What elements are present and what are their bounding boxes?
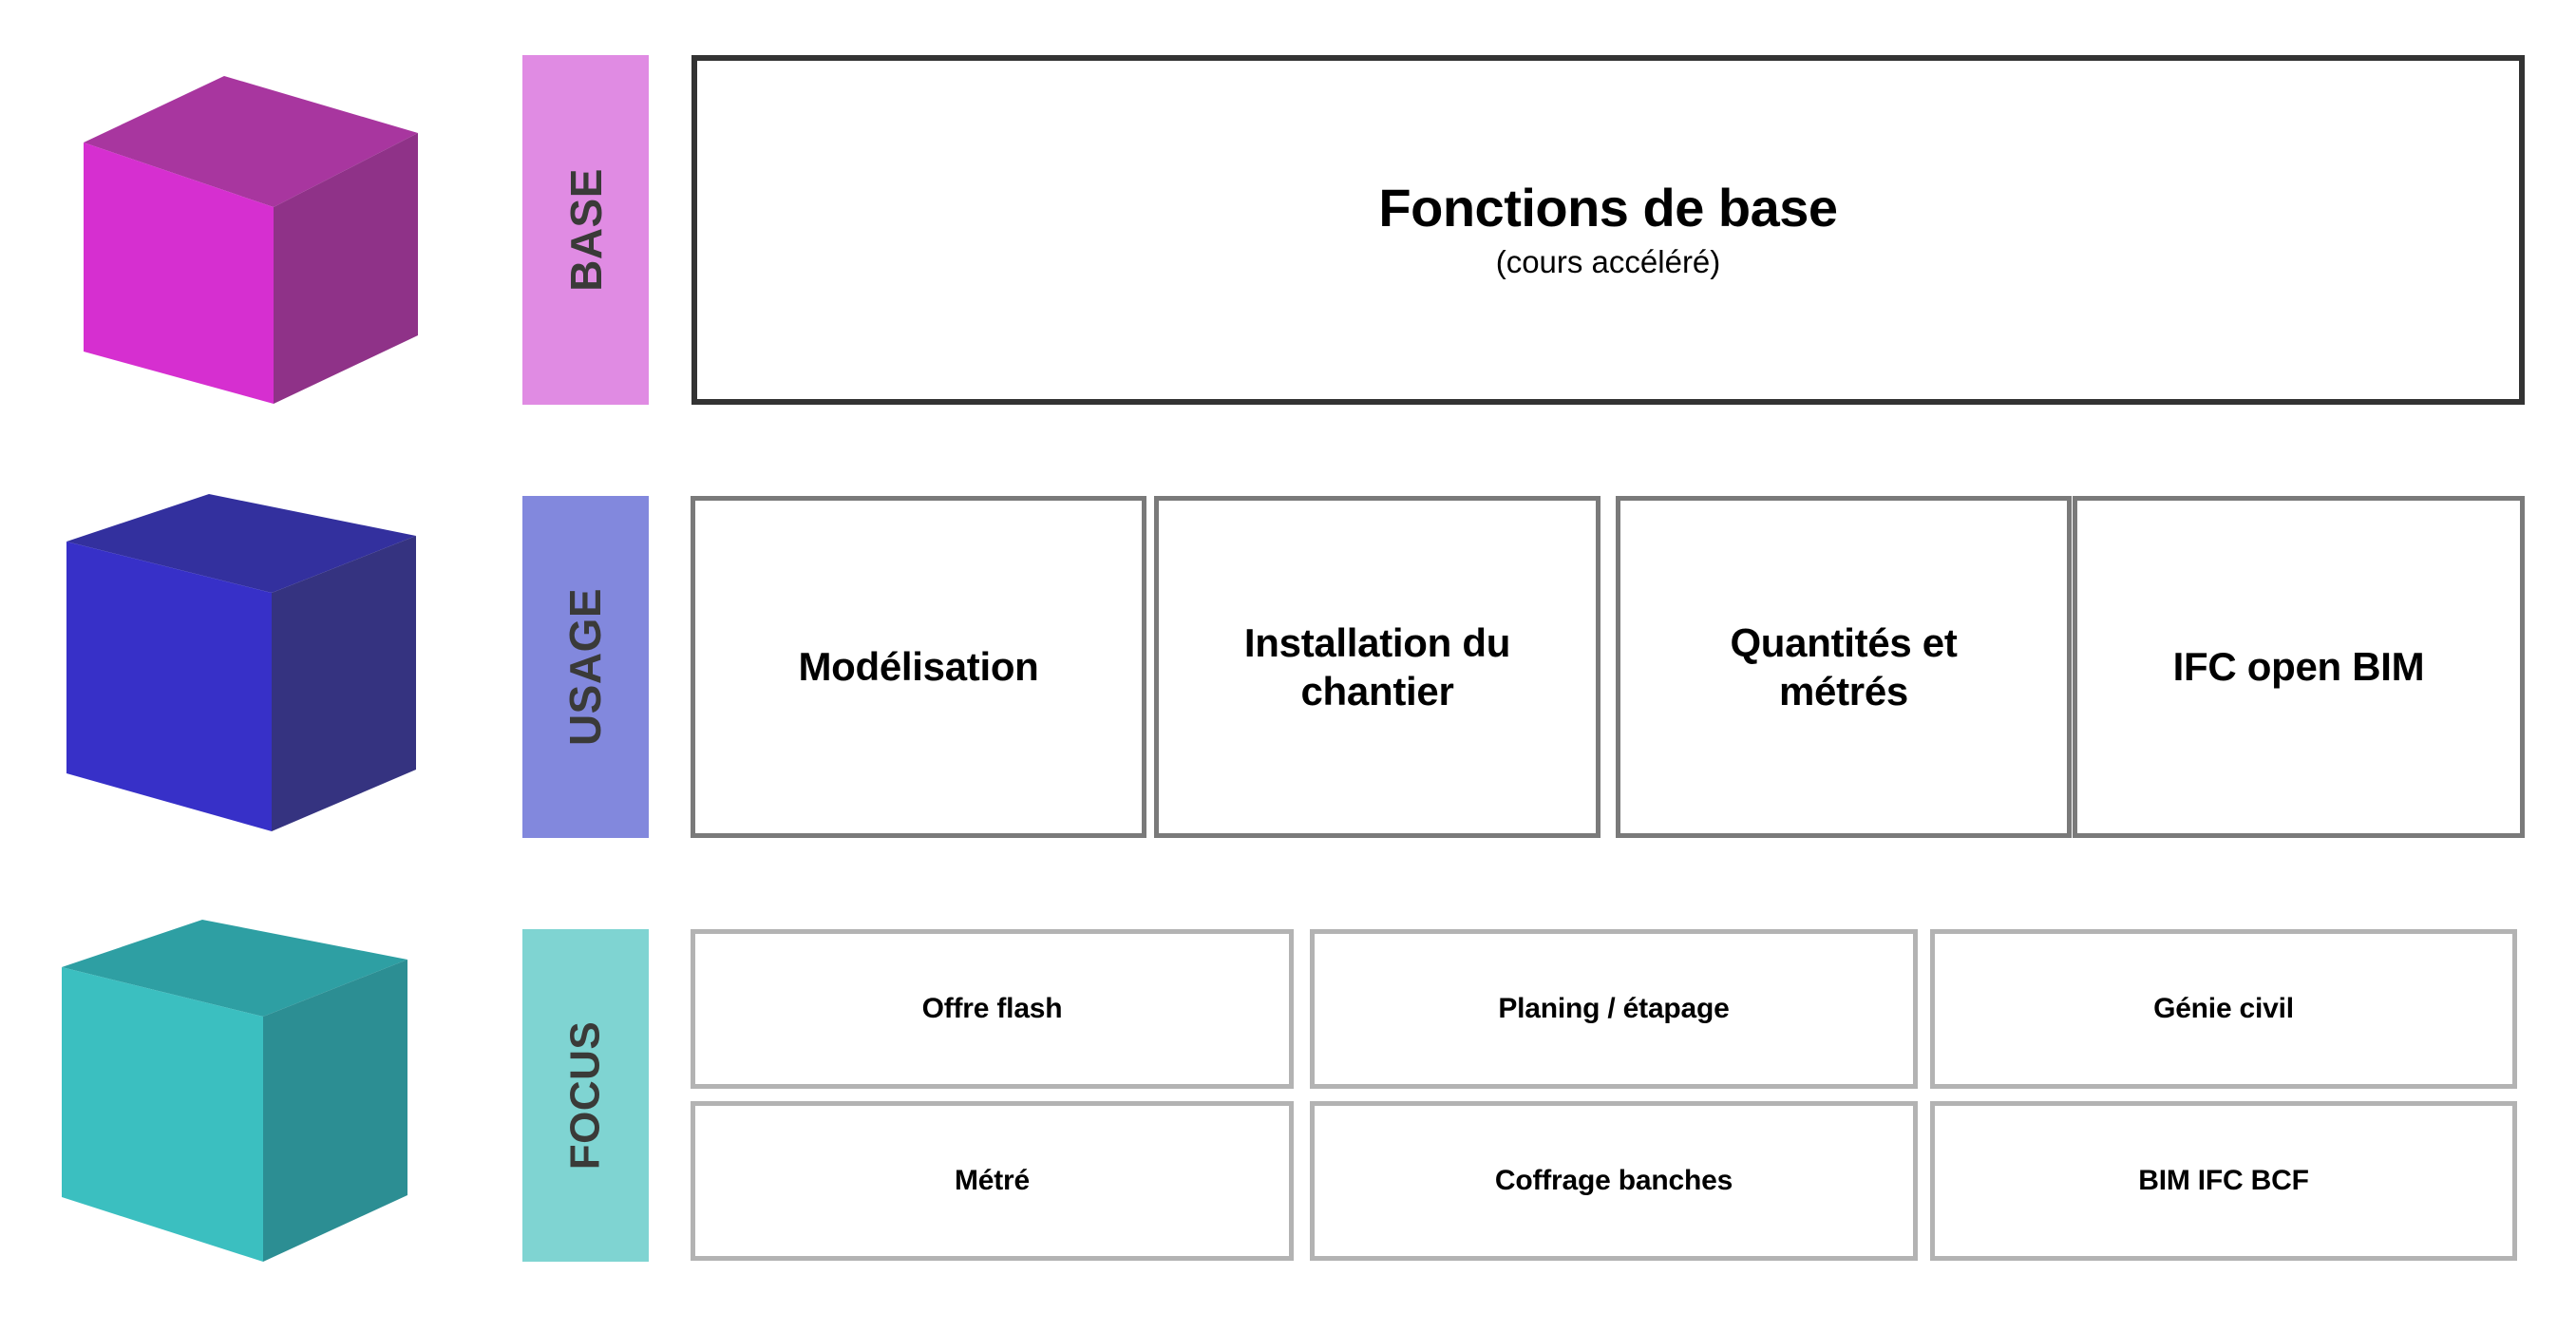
card-title: Coffrage banches [1494, 1165, 1733, 1196]
card-title: Offre flash [921, 993, 1063, 1024]
magenta-cube-svg [84, 76, 418, 404]
card-title: Planing / étapage [1498, 993, 1730, 1024]
card-fonctions-de-base[interactable]: Fonctions de base (cours accéléré) [691, 55, 2525, 405]
tier-bar-base: BASE [522, 55, 649, 405]
card-metre[interactable]: Métré [691, 1101, 1294, 1261]
card-subtitle: (cours accéléré) [1495, 244, 1721, 280]
card-title: Modélisation [798, 644, 1039, 690]
teal-cube [52, 912, 423, 1268]
card-modelisation[interactable]: Modélisation [691, 496, 1146, 838]
tier-label-usage: USAGE [560, 587, 611, 747]
tier-label-focus: FOCUS [561, 1020, 609, 1170]
card-title: Génie civil [2153, 993, 2294, 1024]
card-title: Installation du chantier [1243, 619, 1511, 714]
card-title: Quantités et métrés [1730, 619, 1958, 714]
card-title: BIM IFC BCF [2138, 1165, 2309, 1196]
card-coffrage-banches[interactable]: Coffrage banches [1310, 1101, 1918, 1261]
blue-cube [59, 486, 420, 843]
card-genie-civil[interactable]: Génie civil [1930, 929, 2517, 1089]
card-offre-flash[interactable]: Offre flash [691, 929, 1294, 1089]
tier-bar-focus: FOCUS [522, 929, 649, 1262]
teal-cube-svg [62, 920, 407, 1262]
card-ifc-open-bim[interactable]: IFC open BIM [2073, 496, 2525, 838]
card-planing-etapage[interactable]: Planing / étapage [1310, 929, 1918, 1089]
magenta-cube [74, 67, 426, 413]
card-quantites-et-metres[interactable]: Quantités et métrés [1616, 496, 2072, 838]
tier-bar-usage: USAGE [522, 496, 649, 838]
blue-cube-svg [66, 494, 416, 831]
card-title: Fonctions de base [1378, 178, 1838, 238]
tier-label-base: BASE [560, 168, 611, 292]
card-bim-ifc-bcf[interactable]: BIM IFC BCF [1930, 1101, 2517, 1261]
card-title: IFC open BIM [2172, 644, 2425, 690]
card-installation-du-chantier[interactable]: Installation du chantier [1154, 496, 1601, 838]
card-title: Métré [954, 1165, 1031, 1196]
